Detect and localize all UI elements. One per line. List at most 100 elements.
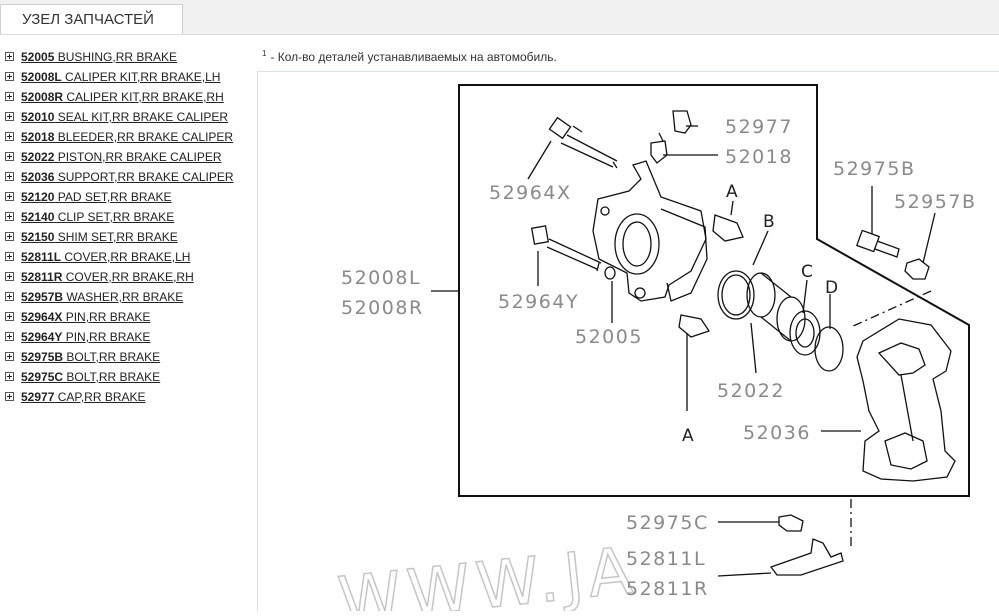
part-name: CALIPER KIT,RR BRAKE,RH bbox=[63, 90, 224, 104]
parts-list-item[interactable]: 52977 CAP,RR BRAKE bbox=[0, 387, 250, 407]
letter-c: C bbox=[801, 262, 813, 282]
part-code: 52975B bbox=[21, 350, 64, 364]
part-link[interactable]: 52010 SEAL KIT,RR BRAKE CALIPER bbox=[21, 107, 228, 127]
part-link[interactable]: 52975B BOLT,RR BRAKE bbox=[21, 347, 160, 367]
parts-list-item[interactable]: 52008L CALIPER KIT,RR BRAKE,LH bbox=[0, 67, 250, 87]
expand-plus-icon[interactable] bbox=[5, 52, 14, 61]
expand-plus-icon[interactable] bbox=[5, 332, 14, 341]
part-name: BOLT,RR BRAKE bbox=[63, 370, 161, 384]
part-link[interactable]: 52964Y PIN,RR BRAKE bbox=[21, 327, 150, 347]
parts-list-item[interactable]: 52957B WASHER,RR BRAKE bbox=[0, 287, 250, 307]
part-name: PIN,RR BRAKE bbox=[62, 330, 151, 344]
callout-52811l[interactable]: 52811L bbox=[626, 548, 706, 570]
callout-52008l[interactable]: 52008L bbox=[341, 267, 421, 289]
part-link[interactable]: 52005 BUSHING,RR BRAKE bbox=[21, 47, 177, 67]
expand-plus-icon[interactable] bbox=[5, 272, 14, 281]
part-code: 52964X bbox=[21, 310, 63, 324]
expand-plus-icon[interactable] bbox=[5, 312, 14, 321]
parts-list-item[interactable]: 52150 SHIM SET,RR BRAKE bbox=[0, 227, 250, 247]
callout-52975b[interactable]: 52975B bbox=[833, 158, 915, 180]
expand-plus-icon[interactable] bbox=[5, 352, 14, 361]
watermark: WWW.JA bbox=[335, 534, 641, 611]
part-link[interactable]: 52811R COVER,RR BRAKE,RH bbox=[21, 267, 194, 287]
expand-plus-icon[interactable] bbox=[5, 252, 14, 261]
callout-52022[interactable]: 52022 bbox=[717, 380, 785, 402]
part-link[interactable]: 52975C BOLT,RR BRAKE bbox=[21, 367, 160, 387]
part-code: 52957B bbox=[21, 290, 64, 304]
part-code: 52010 bbox=[21, 110, 55, 124]
part-link[interactable]: 52036 SUPPORT,RR BRAKE CALIPER bbox=[21, 167, 234, 187]
part-link[interactable]: 52964X PIN,RR BRAKE bbox=[21, 307, 150, 327]
part-link[interactable]: 52957B WASHER,RR BRAKE bbox=[21, 287, 183, 307]
expand-plus-icon[interactable] bbox=[5, 132, 14, 141]
part-link[interactable]: 52120 PAD SET,RR BRAKE bbox=[21, 187, 172, 207]
expand-plus-icon[interactable] bbox=[5, 72, 14, 81]
parts-list-item[interactable]: 52964Y PIN,RR BRAKE bbox=[0, 327, 250, 347]
part-code: 52022 bbox=[21, 150, 55, 164]
parts-list-item[interactable]: 52005 BUSHING,RR BRAKE bbox=[0, 47, 250, 67]
part-name: CAP,RR BRAKE bbox=[54, 390, 146, 404]
callout-52964x[interactable]: 52964X bbox=[489, 182, 571, 204]
part-code: 52811L bbox=[21, 250, 62, 264]
part-link[interactable]: 52811L COVER,RR BRAKE,LH bbox=[21, 247, 190, 267]
pin-52964x-part bbox=[548, 116, 618, 169]
expand-plus-icon[interactable] bbox=[5, 192, 14, 201]
parts-list-item[interactable]: 52811R COVER,RR BRAKE,RH bbox=[0, 267, 250, 287]
expand-plus-icon[interactable] bbox=[5, 92, 14, 101]
parts-list-item[interactable]: 52975C BOLT,RR BRAKE bbox=[0, 367, 250, 387]
diagram-panel: WWW.JA bbox=[257, 71, 999, 616]
expand-plus-icon[interactable] bbox=[5, 152, 14, 161]
expand-plus-icon[interactable] bbox=[5, 372, 14, 381]
cap-part bbox=[672, 110, 692, 134]
part-name: CLIP SET,RR BRAKE bbox=[54, 210, 175, 224]
part-name: PIN,RR BRAKE bbox=[62, 310, 151, 324]
parts-list-item[interactable]: 52008R CALIPER KIT,RR BRAKE,RH bbox=[0, 87, 250, 107]
parts-list-item[interactable]: 52964X PIN,RR BRAKE bbox=[0, 307, 250, 327]
callout-52964y[interactable]: 52964Y bbox=[498, 291, 579, 313]
callout-52036[interactable]: 52036 bbox=[743, 422, 811, 444]
expand-plus-icon[interactable] bbox=[5, 172, 14, 181]
parts-list-item[interactable]: 52975B BOLT,RR BRAKE bbox=[0, 347, 250, 367]
part-link[interactable]: 52022 PISTON,RR BRAKE CALIPER bbox=[21, 147, 222, 167]
part-link[interactable]: 52008R CALIPER KIT,RR BRAKE,RH bbox=[21, 87, 224, 107]
centerline-1 bbox=[850, 290, 932, 328]
callout-52975c[interactable]: 52975C bbox=[626, 512, 709, 534]
part-name: COVER,RR BRAKE,RH bbox=[62, 270, 194, 284]
washer-part bbox=[904, 258, 930, 280]
part-code: 52008L bbox=[21, 70, 62, 84]
callout-52977[interactable]: 52977 bbox=[725, 116, 793, 138]
parts-list-item[interactable]: 52120 PAD SET,RR BRAKE bbox=[0, 187, 250, 207]
callout-52008r[interactable]: 52008R bbox=[341, 297, 424, 319]
part-code: 52140 bbox=[21, 210, 55, 224]
parts-list-item[interactable]: 52010 SEAL KIT,RR BRAKE CALIPER bbox=[0, 107, 250, 127]
parts-list-item[interactable]: 52018 BLEEDER,RR BRAKE CALIPER bbox=[0, 127, 250, 147]
callout-52005[interactable]: 52005 bbox=[575, 326, 643, 348]
leader-b bbox=[752, 230, 769, 266]
parts-list-item[interactable]: 52022 PISTON,RR BRAKE CALIPER bbox=[0, 147, 250, 167]
part-link[interactable]: 52140 CLIP SET,RR BRAKE bbox=[21, 207, 174, 227]
part-name: PAD SET,RR BRAKE bbox=[54, 190, 172, 204]
parts-list-item[interactable]: 52140 CLIP SET,RR BRAKE bbox=[0, 207, 250, 227]
leader-52957b bbox=[922, 212, 936, 264]
boot-c-inner bbox=[795, 318, 815, 348]
callout-52811r[interactable]: 52811R bbox=[626, 578, 709, 600]
expand-plus-icon[interactable] bbox=[5, 392, 14, 401]
callout-52957b[interactable]: 52957B bbox=[894, 191, 976, 213]
boot-a-top bbox=[712, 214, 744, 242]
letter-a-top: A bbox=[726, 182, 738, 202]
leader-52811 bbox=[717, 572, 772, 577]
part-link[interactable]: 52977 CAP,RR BRAKE bbox=[21, 387, 146, 407]
expand-plus-icon[interactable] bbox=[5, 292, 14, 301]
expand-plus-icon[interactable] bbox=[5, 232, 14, 241]
expand-plus-icon[interactable] bbox=[5, 212, 14, 221]
parts-list-item[interactable]: 52811L COVER,RR BRAKE,LH bbox=[0, 247, 250, 267]
part-name: BOLT,RR BRAKE bbox=[63, 350, 161, 364]
part-link[interactable]: 52018 BLEEDER,RR BRAKE CALIPER bbox=[21, 127, 233, 147]
part-link[interactable]: 52008L CALIPER KIT,RR BRAKE,LH bbox=[21, 67, 220, 87]
part-link[interactable]: 52150 SHIM SET,RR BRAKE bbox=[21, 227, 178, 247]
tab-parts-assembly[interactable]: УЗЕЛ ЗАПЧАСТЕЙ bbox=[0, 4, 183, 34]
part-code: 52975C bbox=[21, 370, 64, 384]
expand-plus-icon[interactable] bbox=[5, 112, 14, 121]
parts-list-item[interactable]: 52036 SUPPORT,RR BRAKE CALIPER bbox=[0, 167, 250, 187]
callout-52018[interactable]: 52018 bbox=[725, 146, 793, 168]
